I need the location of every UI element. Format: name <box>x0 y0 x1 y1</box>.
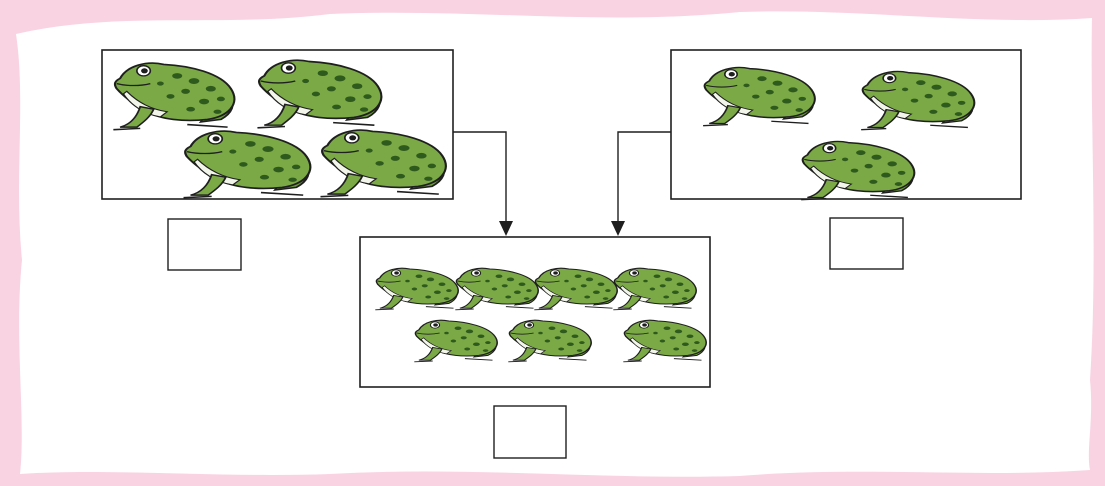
arrow-head-left-icon <box>499 221 513 236</box>
connector-left <box>453 131 507 226</box>
arrow-head-right-icon <box>611 221 625 236</box>
group-box-result <box>359 236 711 388</box>
answer-box-right[interactable] <box>829 217 904 270</box>
answer-box-result[interactable] <box>493 405 567 459</box>
connector-right <box>617 131 671 226</box>
answer-box-left[interactable] <box>167 218 242 271</box>
